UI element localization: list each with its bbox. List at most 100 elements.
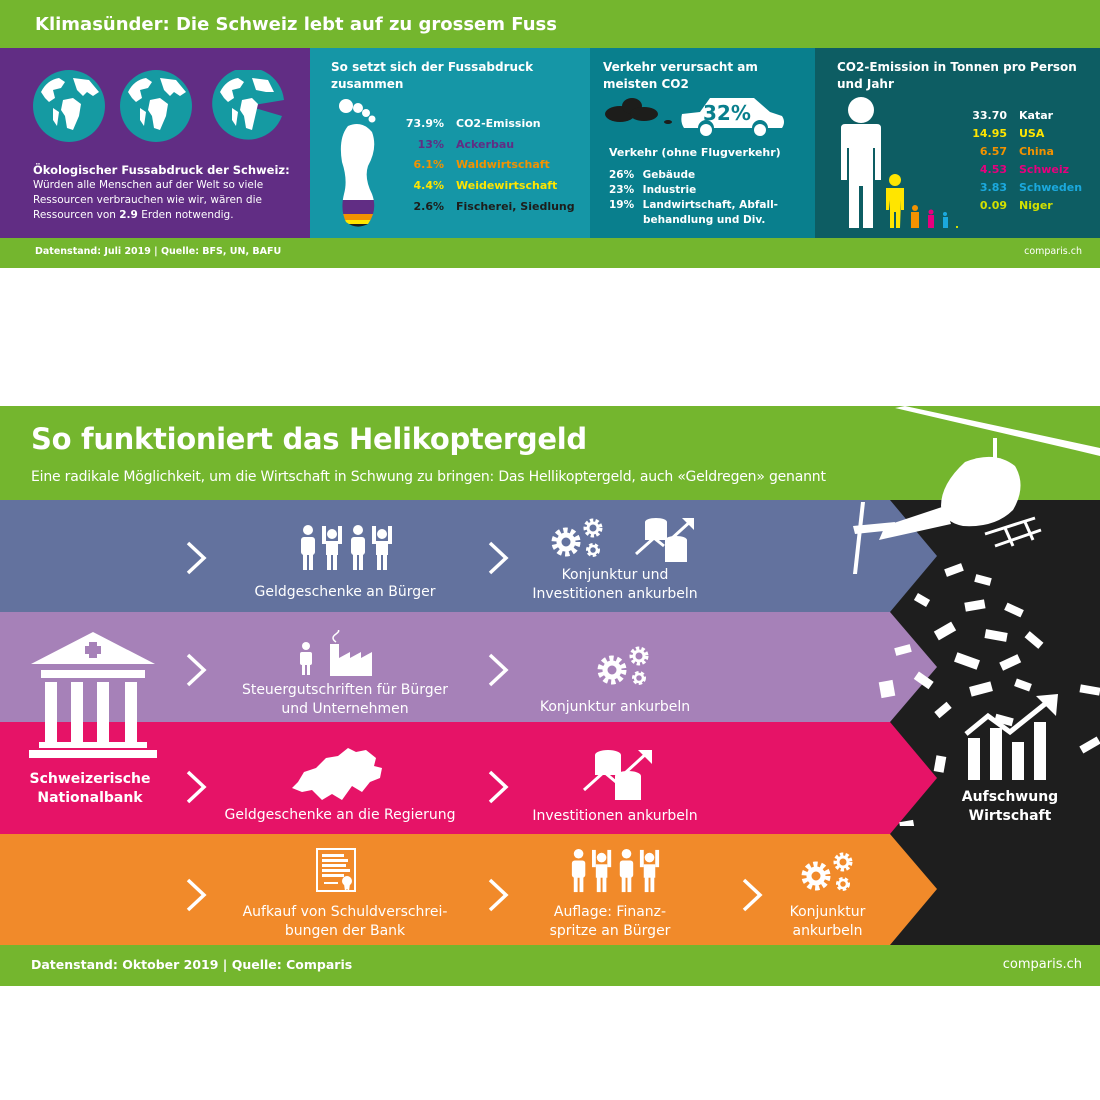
flow-band-4 [0, 834, 938, 945]
emission-value: 6.57 [979, 145, 1007, 158]
item-label: CO2-Emission [456, 117, 541, 130]
snb-label: Schweizerische Nationalbank [20, 770, 160, 808]
step-label-line: Aufkauf von Schuldverschrei- [242, 904, 448, 920]
globe-icon [33, 70, 105, 142]
result-label-line: Wirtschaft [968, 808, 1052, 824]
step-label-line: Geldgeschenke an Bürger [254, 584, 436, 600]
flow-band-3 [0, 722, 938, 834]
step-label-line: Geldgeschenke an die Regierung [224, 807, 456, 823]
top-source: Datenstand: Juli 2019 | Quelle: BFS, UN,… [35, 246, 282, 257]
footprint-text: Würden alle Menschen auf der Welt so vie… [33, 179, 264, 221]
globe-icon [120, 70, 192, 142]
composition-item: 4.4%Weidewirtschaft [398, 179, 557, 192]
gears-icon [597, 646, 649, 685]
chevron-right-icon [488, 770, 509, 804]
top-title: Klimasünder: Die Schweiz lebt auf zu gro… [35, 14, 557, 35]
footprint-heading: Ökologischer Fussabdruck der Schweiz: [33, 163, 290, 177]
exhaust-cloud-icon [605, 98, 672, 124]
step-label: Geldgeschenke an die Regierung [200, 806, 480, 825]
band-shape [0, 722, 937, 834]
band-shape [0, 612, 937, 722]
car-value: 32% [703, 101, 751, 125]
sector-label-cont: behandlung und Div. [643, 214, 766, 226]
composition-item: 6.1%Waldwirtschaft [398, 158, 549, 171]
helicopter-money-infographic: So funktioniert das Helikoptergeld Eine … [0, 406, 1100, 986]
emission-value: 0.09 [979, 199, 1007, 212]
flow-band-1 [0, 500, 938, 612]
result-label-line: Aufschwung [961, 789, 1059, 805]
sector-pct: 23% [609, 184, 635, 196]
top-footer: Datenstand: Juli 2019 | Quelle: BFS, UN,… [0, 238, 1100, 268]
climate-infographic: Klimasünder: Die Schweiz lebt auf zu gro… [0, 0, 1100, 268]
emission-value: 33.70 [972, 109, 1007, 122]
certificate-icon [316, 848, 356, 892]
flow-band-2 [0, 612, 938, 722]
bottom-brand-link[interactable]: comparis.ch [1002, 957, 1082, 972]
step-label-line: und Unternehmen [281, 701, 409, 717]
step-label: Auflage: Finanz-spritze an Bürger [520, 903, 700, 941]
item-label: Fischerei, Siedlung [456, 200, 575, 213]
coins-growth-icon [582, 750, 652, 800]
country-label: Schweden [1019, 181, 1083, 194]
item-pct: 6.1% [413, 158, 444, 171]
sector-pct: 19% [609, 199, 635, 211]
traffic-panel: Verkehr verursacht am meisten CO2 32% Ve… [590, 48, 815, 238]
country-label: Schweiz [1019, 163, 1070, 176]
step-label-line: Konjunktur ankurbeln [539, 699, 691, 715]
emission-title: CO2-Emission in Tonnen pro Person und Ja… [837, 60, 1077, 91]
step-label-line: Auflage: Finanz- [553, 904, 667, 920]
step-label-line: Konjunktur [789, 904, 866, 920]
step-label-line: Investitionen ankurbeln [532, 586, 698, 602]
step-label: Konjunktur ankurbeln [770, 903, 885, 941]
emission-panel: CO2-Emission in Tonnen pro Person und Ja… [815, 48, 1100, 238]
footprint-panel: Ökologischer Fussabdruck der Schweiz: Wü… [0, 48, 310, 238]
people-cheering-icon [571, 848, 660, 893]
footprint-icon [339, 99, 376, 227]
emission-item: 4.53 Schweiz [967, 163, 1069, 176]
chevron-right-icon [488, 541, 509, 575]
emission-value: 14.95 [972, 127, 1007, 140]
band-shape [0, 834, 937, 945]
switzerland-map-icon [292, 748, 382, 800]
snb-label-line: Schweizerische [29, 771, 151, 787]
bottom-footer: Datenstand: Oktober 2019 | Quelle: Compa… [0, 945, 1100, 986]
car-label: Verkehr (ohne Flugverkehr) [609, 146, 781, 159]
chevron-right-icon [186, 878, 207, 912]
chevron-right-icon [186, 541, 207, 575]
item-pct: 73.9% [405, 117, 444, 130]
top-header: Klimasünder: Die Schweiz lebt auf zu gro… [0, 0, 1100, 48]
emission-value: 3.83 [979, 181, 1007, 194]
top-brand-link[interactable]: comparis.ch [1024, 246, 1082, 257]
composition-item: 73.9% CO2-Emission [398, 117, 541, 130]
step-label-line: Investitionen ankurbeln [532, 808, 698, 824]
emission-item: 6.57 China [967, 145, 1054, 158]
people-cheering-icon [301, 525, 392, 570]
growth-chart-icon [964, 694, 1058, 780]
step-label-line: ankurbeln [792, 923, 863, 939]
person-and-factory-icon [300, 630, 372, 676]
earths-value: 2.9 [119, 209, 138, 221]
chevron-right-icon [742, 878, 763, 912]
sector-label: Landwirtschaft, Abfall- [642, 199, 779, 211]
bottom-subtitle: Eine radikale Möglichkeit, um die Wirtsc… [31, 469, 826, 485]
composition-title: So setzt sich der Fussabdruck zusammen [331, 60, 534, 91]
people-size-icon [841, 97, 958, 228]
chevron-right-icon [186, 770, 207, 804]
bottom-source: Datenstand: Oktober 2019 | Quelle: Compa… [31, 957, 353, 972]
sector-item: 26% Gebäude [609, 168, 778, 183]
composition-item: 2.6%Fischerei, Siedlung [398, 200, 575, 213]
emission-value: 4.53 [979, 163, 1007, 176]
gears-icon [801, 852, 853, 891]
chevron-right-icon [488, 878, 509, 912]
step-label-line: spritze an Bürger [549, 923, 671, 939]
sector-label: Industrie [642, 184, 697, 196]
footprint-text-end: Erden notwendig. [137, 209, 234, 221]
sector-pct: 26% [609, 169, 635, 181]
step-label: Konjunktur ankurbeln [500, 698, 730, 717]
country-label: China [1019, 145, 1054, 158]
footprint-description: Ökologischer Fussabdruck der Schweiz: Wü… [33, 163, 303, 223]
item-label: Weidewirtschaft [456, 179, 558, 192]
